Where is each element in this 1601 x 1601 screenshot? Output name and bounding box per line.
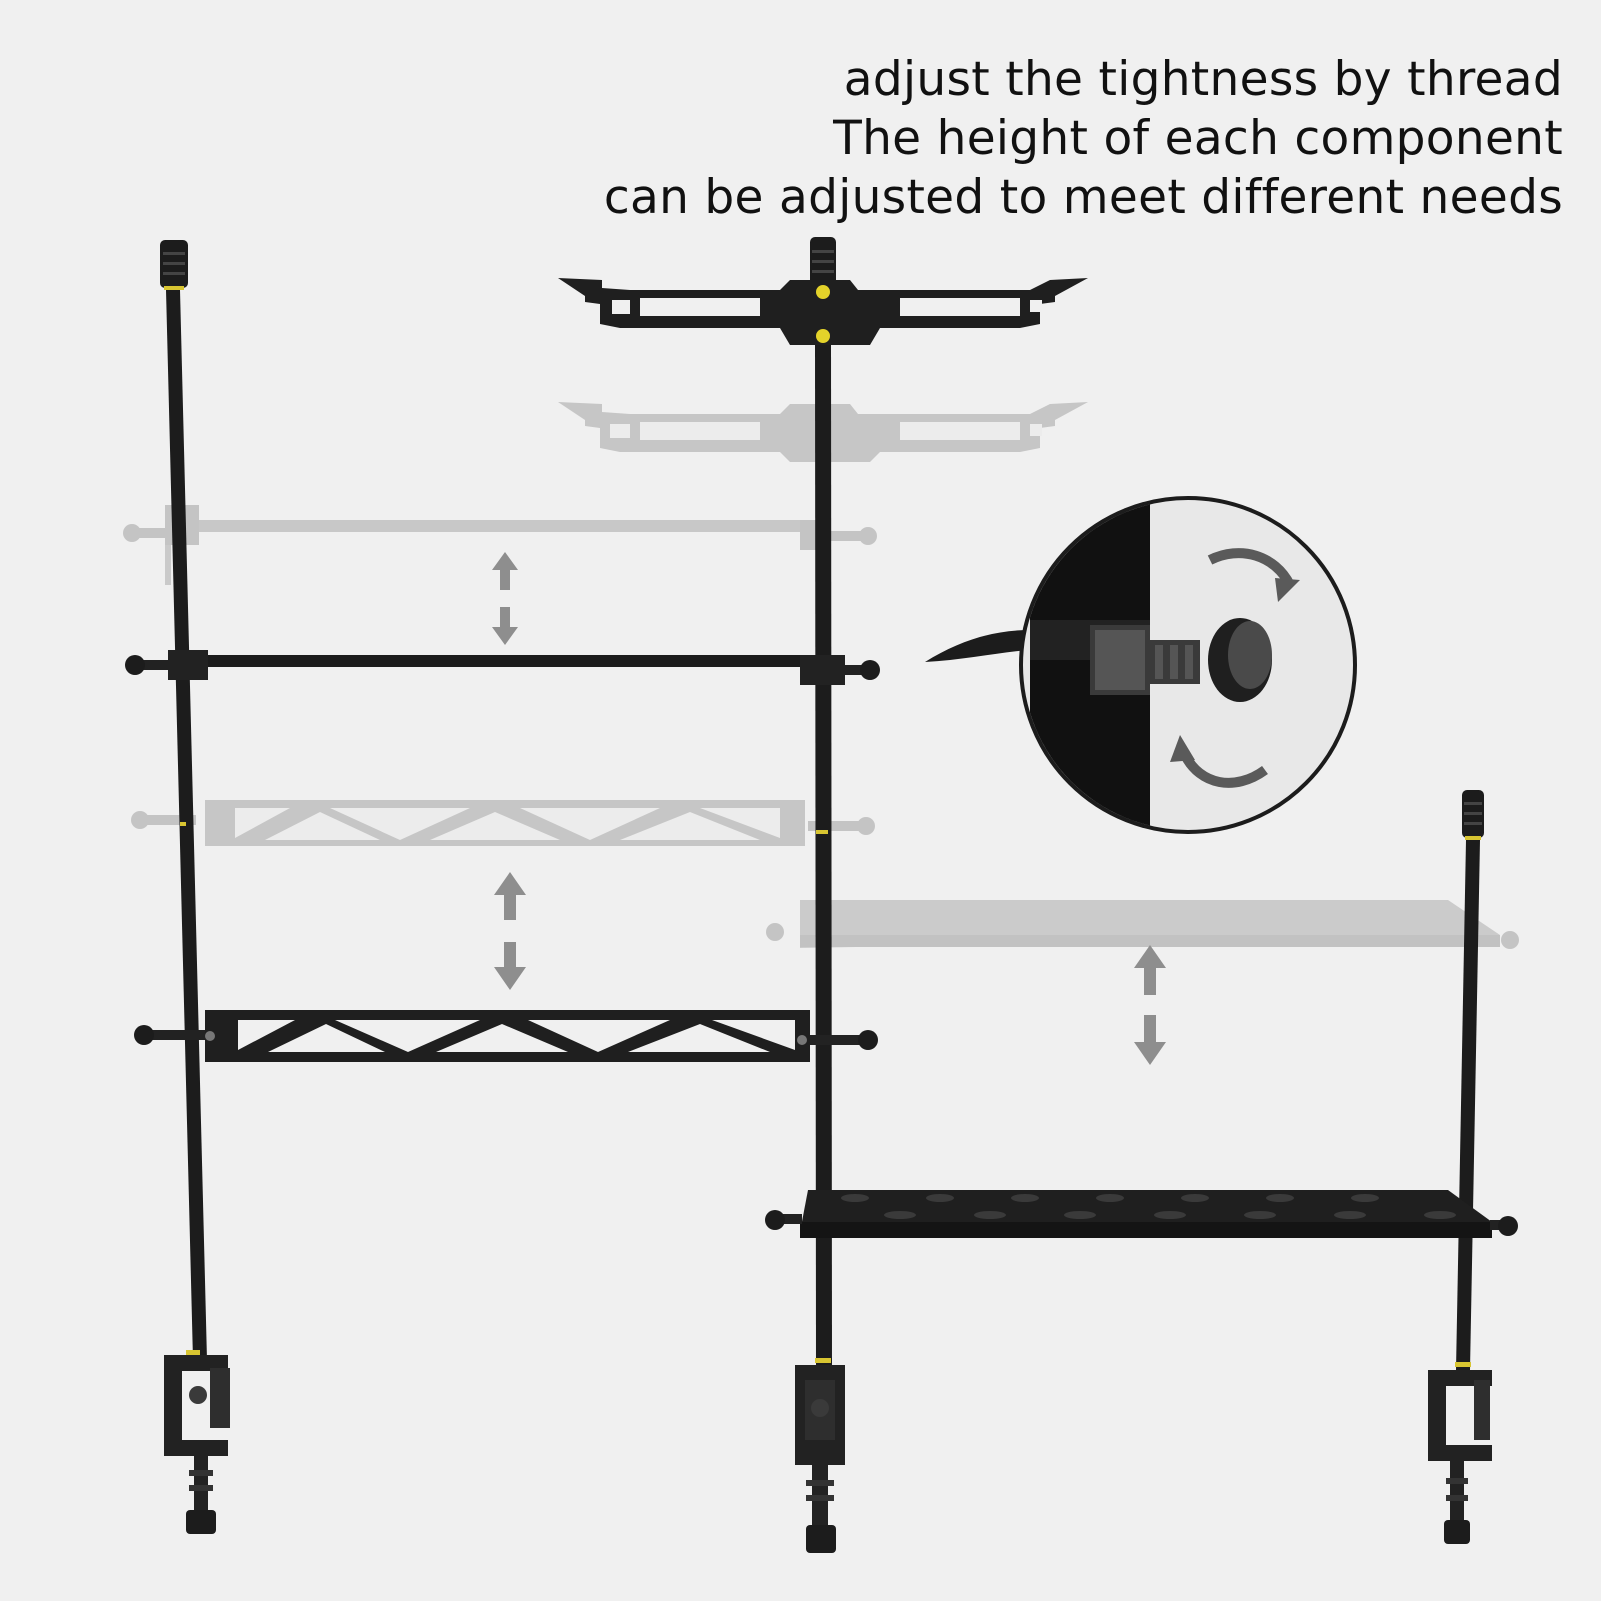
ghost-truss-shelf: [131, 800, 875, 846]
caption-line-2: The height of each component: [833, 111, 1563, 166]
ghost-components: [123, 402, 1519, 949]
left-pole: [160, 240, 230, 1534]
caption-text: adjust the tightness by thread The heigh…: [563, 50, 1563, 227]
middle-pole: [795, 237, 845, 1553]
rod-shelf: [125, 650, 880, 685]
double-arrow-icon: [1134, 945, 1166, 1065]
top-bracket: [558, 278, 1088, 345]
tray-shelf: [765, 1190, 1518, 1238]
ghost-tray: [766, 900, 1519, 949]
truss-shelf: [134, 1010, 878, 1062]
caption-line-1: adjust the tightness by thread: [843, 52, 1563, 107]
thread-detail-callout: [925, 496, 1357, 834]
adjust-arrows: [492, 552, 1166, 1065]
double-arrow-icon: [492, 552, 518, 645]
double-arrow-icon: [494, 872, 526, 990]
caption-line-3: can be adjusted to meet different needs: [603, 170, 1563, 225]
